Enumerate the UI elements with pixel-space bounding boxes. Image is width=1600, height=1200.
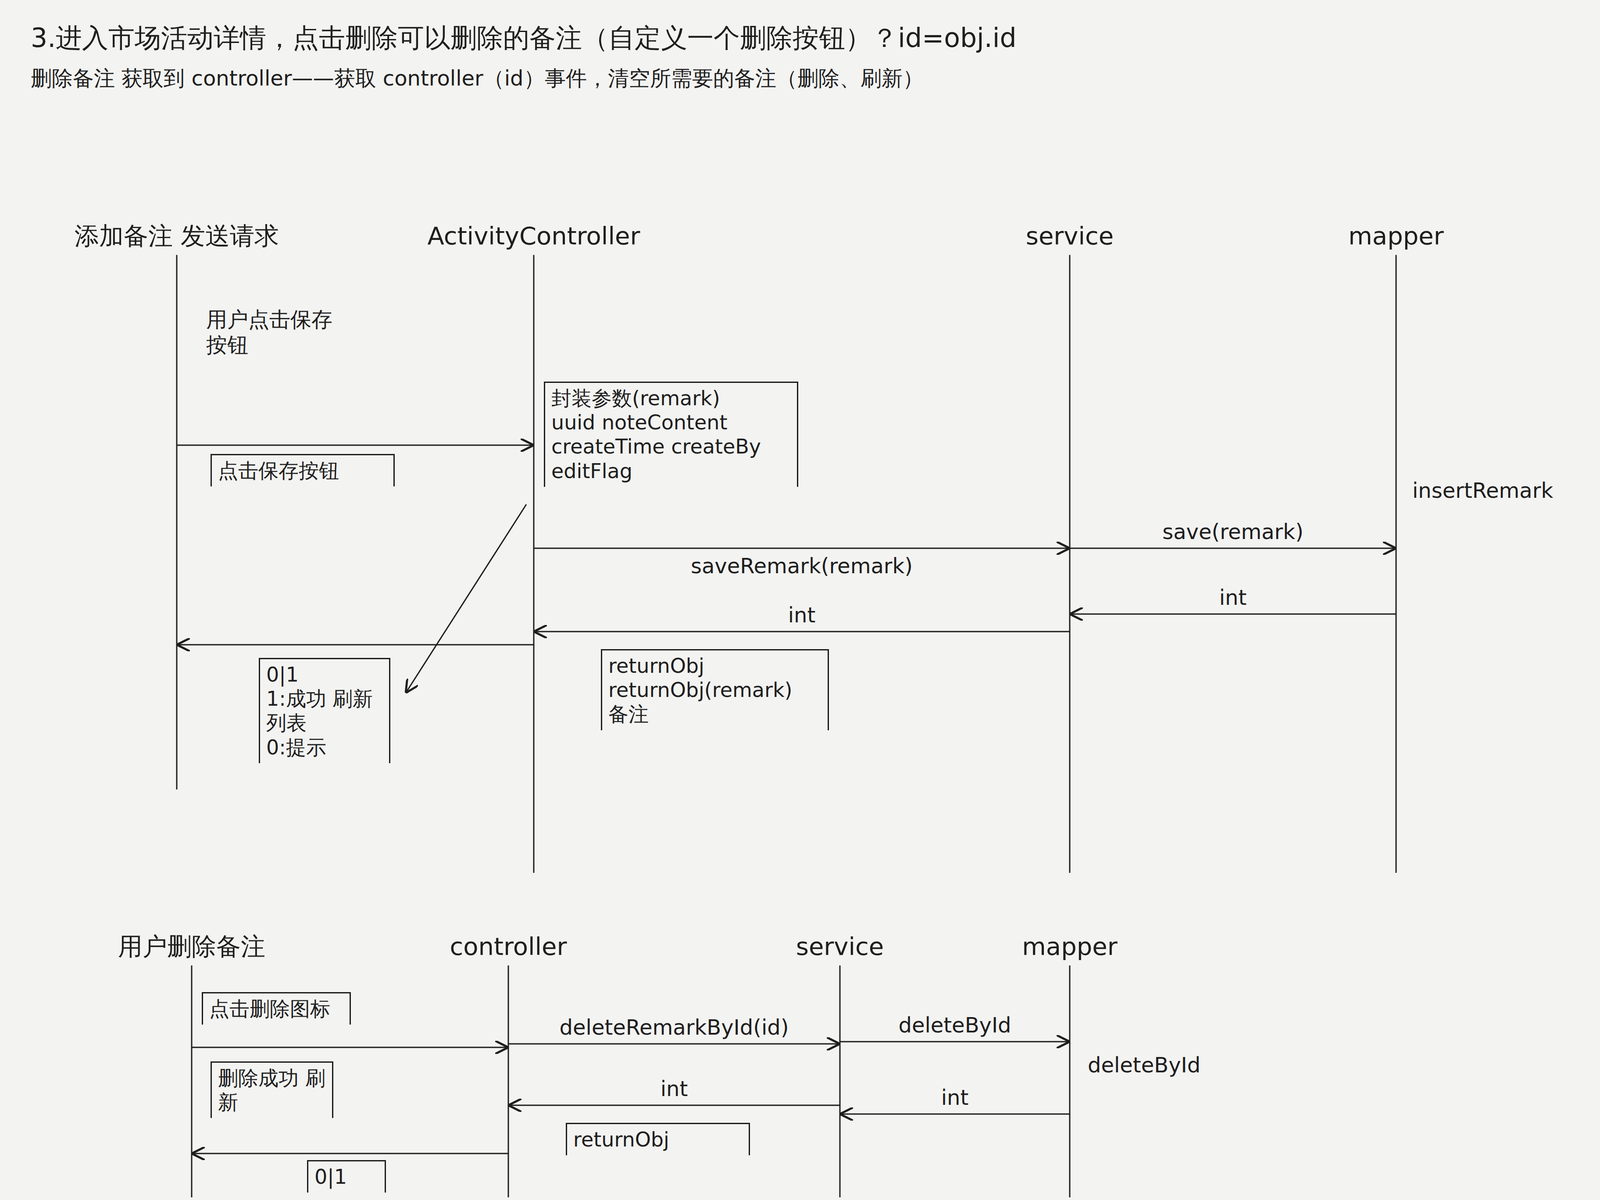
participant-header: controller: [445, 929, 572, 963]
lifeline: [1069, 254, 1071, 873]
node-text: controller: [449, 931, 567, 961]
node-text: returnObj: [608, 653, 822, 679]
node-text: 点击保存按钮: [217, 458, 388, 483]
node-text: 0|1: [266, 662, 383, 687]
lifeline: [839, 965, 841, 1198]
message-label: int: [938, 1085, 972, 1111]
node-text: returnObj: [573, 1127, 743, 1152]
node-text: uuid noteContent createTime createBy edi…: [551, 410, 791, 484]
note-text: 删除备注 获取到 controller——获取 controller（id）事件…: [30, 65, 1566, 92]
node-text: 0:提示: [266, 735, 383, 760]
lifeline: [1395, 254, 1397, 873]
node-text: 用户删除备注: [117, 931, 266, 961]
activation-note: 点击保存按钮: [210, 453, 395, 487]
note-text: 用户点击保存按钮: [206, 307, 347, 358]
lifeline: [176, 254, 178, 790]
message-arrow: [1069, 613, 1397, 615]
node-text: returnObj(remark): [608, 678, 822, 703]
node-text: ActivityController: [427, 221, 641, 251]
message-arrow: [176, 644, 534, 646]
message-arrow: [839, 1113, 1070, 1115]
note-text: deleteById: [1087, 1052, 1201, 1079]
activation-note: 0|11:成功 刷新列表0:提示: [258, 657, 391, 764]
message-label: int: [657, 1076, 691, 1102]
node-text: service: [796, 931, 885, 961]
node-text: 添加备注 发送请求: [74, 221, 279, 251]
activation-note: returnObjreturnObj(remark)备注: [600, 649, 829, 731]
message-arrow: [1069, 547, 1397, 550]
participant-header: mapper: [1343, 219, 1448, 253]
node-text: mapper: [1021, 931, 1118, 961]
message-arrow: [533, 631, 1070, 633]
node-text: 0|1: [314, 1164, 379, 1190]
message-label: int: [785, 602, 819, 629]
message-label: deleteById: [895, 1012, 1014, 1039]
node-text: service: [1025, 221, 1115, 251]
activation-note: 删除成功 刷新: [210, 1061, 334, 1118]
node-text: 删除成功 刷新: [217, 1066, 326, 1115]
participant-header: 用户删除备注: [113, 929, 270, 963]
activation-note: 封装参数(remark)uuid noteContent createTime …: [543, 381, 799, 487]
message-arrow: [533, 547, 1070, 550]
participant-header: ActivityController: [423, 219, 645, 253]
lifeline: [1069, 965, 1071, 1198]
participant-header: service: [1021, 219, 1119, 253]
message-arrow: [508, 1043, 840, 1045]
node-text: 点击删除图标: [209, 996, 344, 1022]
participant-header: 添加备注 发送请求: [70, 219, 284, 253]
lifeline: [191, 965, 193, 1198]
node-text: mapper: [1348, 221, 1444, 251]
message-arrow: [191, 1153, 509, 1155]
message-label: save(remark): [1159, 519, 1307, 545]
lifeline: [532, 254, 535, 873]
node-text: 封装参数(remark): [551, 386, 791, 411]
lifeline: [507, 965, 510, 1198]
message-label: deleteRemarkById(id): [557, 1014, 792, 1041]
message-label: saveRemark(remark): [688, 553, 916, 579]
pointer-line: [405, 504, 527, 693]
page-heading: 3.进入市场活动详情，点击删除可以删除的备注（自定义一个删除按钮）？id=obj…: [30, 21, 1566, 54]
activation-note: returnObj: [565, 1122, 750, 1156]
node-text: 1:成功 刷新列表: [266, 686, 383, 736]
activation-note: 点击删除图标: [201, 992, 351, 1025]
message-label: int: [1216, 585, 1250, 611]
node-text: 备注: [608, 702, 822, 727]
message-arrow: [839, 1041, 1070, 1043]
participant-header: mapper: [1017, 929, 1122, 963]
message-arrow: [508, 1104, 840, 1107]
activation-note: 0|1: [307, 1160, 386, 1193]
note-text: insertRemark: [1412, 478, 1554, 504]
message-arrow: [191, 1046, 509, 1049]
message-arrow: [176, 444, 534, 447]
participant-header: service: [791, 929, 889, 963]
